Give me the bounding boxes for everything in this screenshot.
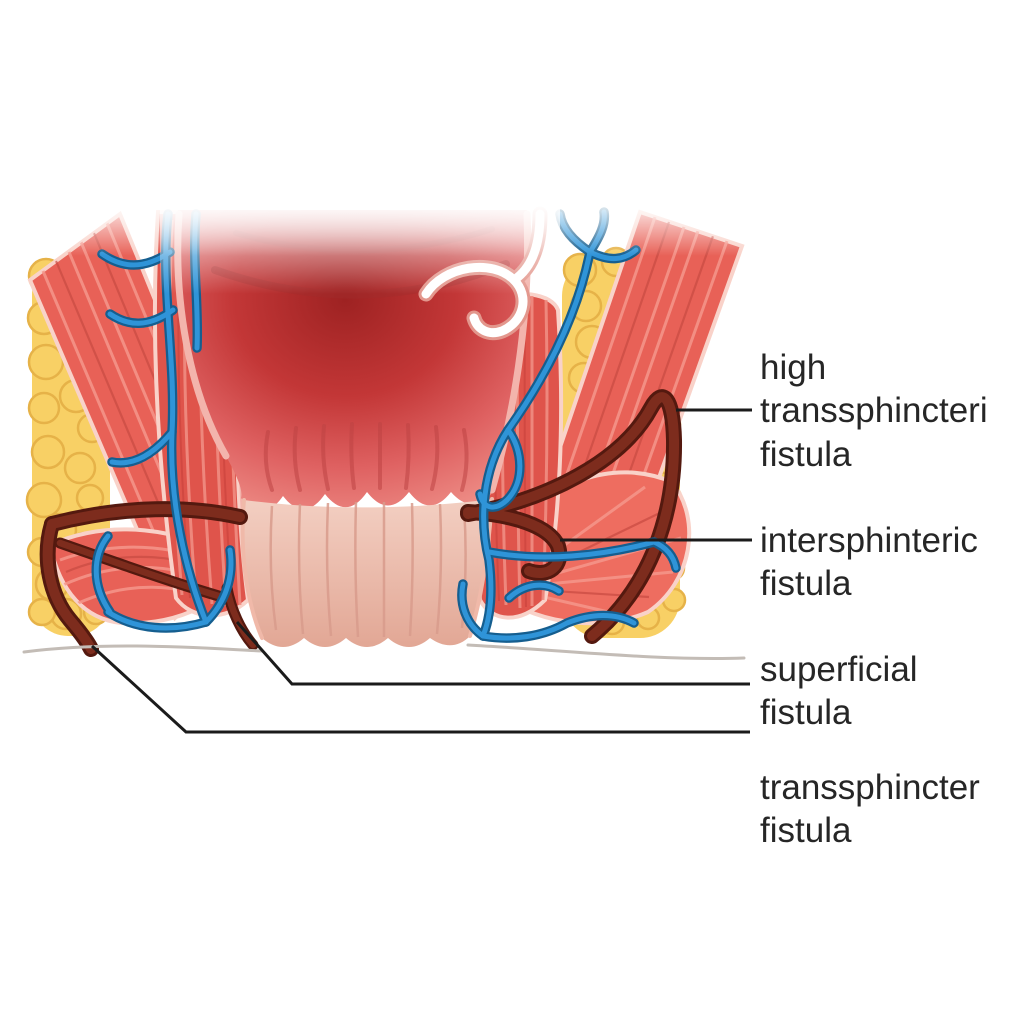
label-transsphincter-fistula: transsphincter fistula bbox=[760, 768, 980, 851]
skin-line bbox=[22, 643, 746, 661]
label-superficial-fistula: superficial fistula bbox=[760, 650, 918, 733]
leader-lines bbox=[90, 408, 752, 734]
top-fade-center bbox=[160, 198, 560, 294]
leader-line-superficial bbox=[235, 621, 750, 686]
skin-line-left bbox=[22, 644, 264, 654]
label-intersphincteric-fistula: intersphinteric fistula bbox=[760, 521, 978, 604]
leader-line-transsphincter bbox=[90, 644, 750, 734]
label-high-transsphincteric-fistula: high transsphincteri fistula bbox=[760, 348, 988, 474]
canal-striations bbox=[269, 501, 467, 638]
lumen-ridges bbox=[263, 422, 469, 492]
anal-canal bbox=[240, 497, 494, 647]
canal-body bbox=[242, 499, 492, 647]
skin-line-right bbox=[466, 643, 746, 661]
